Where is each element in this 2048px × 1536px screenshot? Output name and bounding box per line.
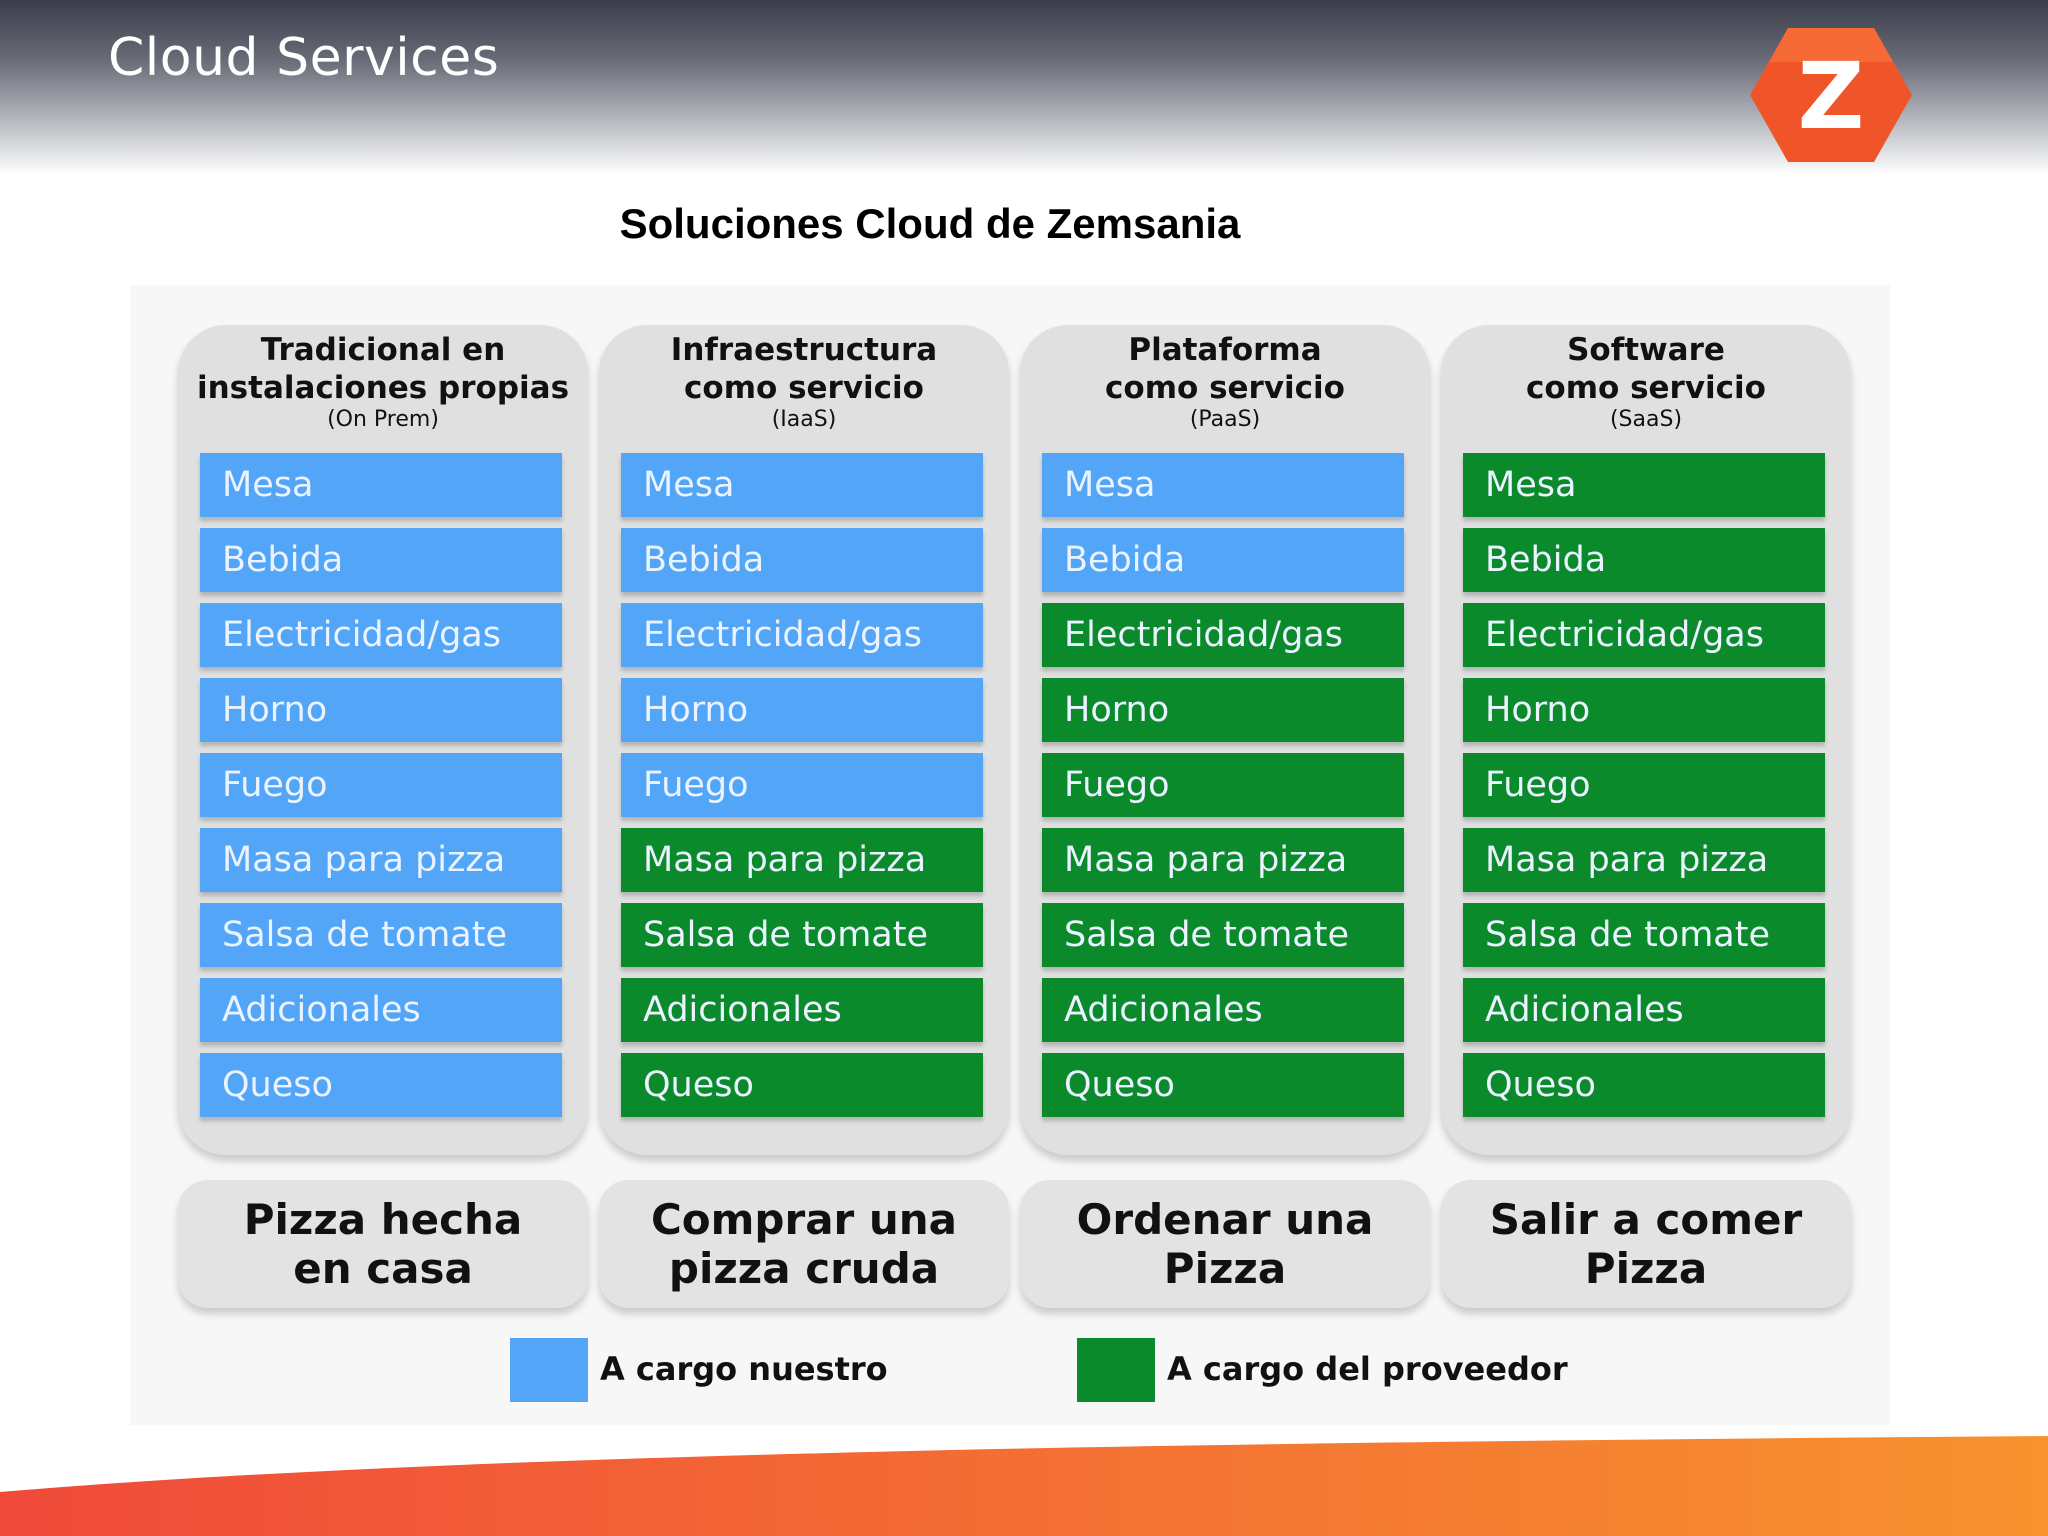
- responsibility-cell: Fuego: [1042, 753, 1404, 817]
- responsibility-cell: Masa para pizza: [200, 828, 562, 892]
- responsibility-cell: Horno: [1463, 678, 1825, 742]
- responsibility-cell: Queso: [200, 1053, 562, 1117]
- responsibility-cell: Queso: [1463, 1053, 1825, 1117]
- scenario-label-line: en casa: [293, 1244, 473, 1293]
- responsibility-cell: Electricidad/gas: [1042, 603, 1404, 667]
- responsibility-cell: Queso: [621, 1053, 983, 1117]
- column-subtitle: (On Prem): [327, 407, 439, 432]
- scenario-label-line: Pizza hecha: [243, 1195, 523, 1244]
- responsibility-cell: Adicionales: [200, 978, 562, 1042]
- responsibility-cell: Salsa de tomate: [200, 903, 562, 967]
- responsibility-cell: Bebida: [621, 528, 983, 592]
- responsibility-cell: Mesa: [200, 453, 562, 517]
- zemsania-logo: Z: [1750, 28, 1912, 162]
- responsibility-cell: Masa para pizza: [621, 828, 983, 892]
- responsibility-cell: Electricidad/gas: [1463, 603, 1825, 667]
- responsibility-cell: Bebida: [200, 528, 562, 592]
- scenario-label-line: Comprar una: [650, 1195, 958, 1244]
- responsibility-cell: Mesa: [1463, 453, 1825, 517]
- legend-label: A cargo del proveedor: [1167, 1350, 1568, 1388]
- responsibility-cell: Fuego: [200, 753, 562, 817]
- column-title-line: como servicio: [1105, 370, 1345, 406]
- legend-swatch: [1077, 1338, 1155, 1402]
- column-title-line: Infraestructura: [670, 332, 938, 368]
- column-title-line: Software: [1567, 332, 1725, 368]
- responsibility-cell: Masa para pizza: [1463, 828, 1825, 892]
- column-title-line: como servicio: [1526, 370, 1766, 406]
- responsibility-cell: Mesa: [621, 453, 983, 517]
- scenario-label-line: Salir a comer: [1489, 1195, 1803, 1244]
- responsibility-cell: Adicionales: [1463, 978, 1825, 1042]
- responsibility-cell: Horno: [621, 678, 983, 742]
- scenario-label-line: Ordenar una: [1076, 1195, 1374, 1244]
- responsibility-cell: Queso: [1042, 1053, 1404, 1117]
- column-subtitle: (SaaS): [1609, 407, 1683, 432]
- legend-label: A cargo nuestro: [600, 1350, 888, 1388]
- responsibility-cell: Salsa de tomate: [1463, 903, 1825, 967]
- responsibility-cell: Adicionales: [621, 978, 983, 1042]
- scenario-label-line: pizza cruda: [668, 1244, 940, 1293]
- responsibility-cell: Adicionales: [1042, 978, 1404, 1042]
- responsibility-cell: Salsa de tomate: [1042, 903, 1404, 967]
- column-subtitle: (PaaS): [1189, 407, 1261, 432]
- column-title-line: Tradicional en: [260, 332, 506, 368]
- legend-swatch: [510, 1338, 588, 1402]
- column-title-line: instalaciones propias: [196, 370, 570, 406]
- responsibility-cell: Masa para pizza: [1042, 828, 1404, 892]
- responsibility-cell: Salsa de tomate: [621, 903, 983, 967]
- responsibility-cell: Mesa: [1042, 453, 1404, 517]
- responsibility-cell: Bebida: [1463, 528, 1825, 592]
- footer-wave: [0, 1436, 2048, 1536]
- responsibility-cell: Horno: [1042, 678, 1404, 742]
- header-title: Cloud Services: [108, 28, 500, 88]
- responsibility-cell: Bebida: [1042, 528, 1404, 592]
- responsibility-cell: Fuego: [621, 753, 983, 817]
- scenario-label-line: Pizza: [1584, 1244, 1708, 1293]
- logo-letter: Z: [1798, 43, 1865, 150]
- column-title-line: como servicio: [684, 370, 924, 406]
- scenario-label-line: Pizza: [1163, 1244, 1287, 1293]
- column-title-line: Plataforma: [1128, 332, 1322, 368]
- responsibility-cell: Horno: [200, 678, 562, 742]
- slide-title: Soluciones Cloud de Zemsania: [619, 200, 1241, 247]
- responsibility-cell: Electricidad/gas: [621, 603, 983, 667]
- responsibility-cell: Fuego: [1463, 753, 1825, 817]
- responsibility-cell: Electricidad/gas: [200, 603, 562, 667]
- header-bar: Cloud Services Z: [0, 0, 2048, 175]
- column-subtitle: (IaaS): [771, 407, 837, 432]
